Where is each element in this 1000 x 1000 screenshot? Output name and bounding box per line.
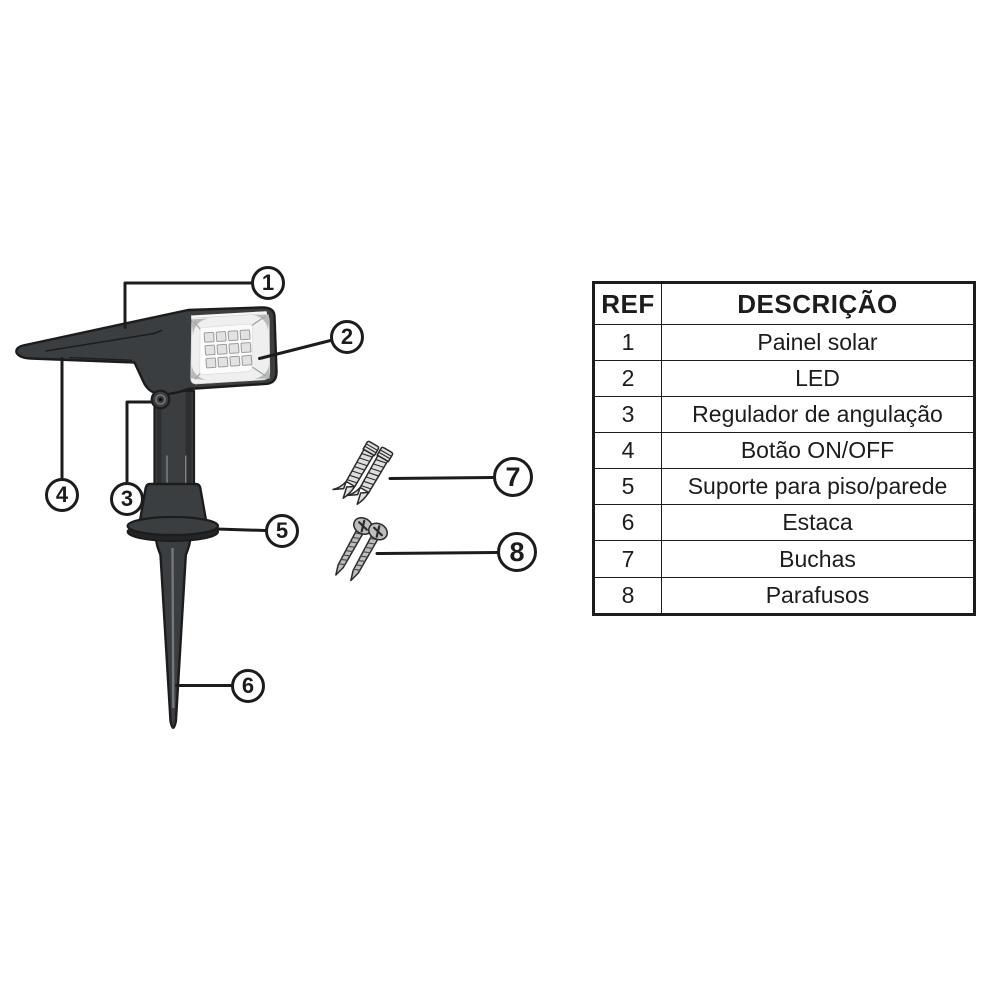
- table-header-row: REF DESCRIÇÃO: [593, 282, 975, 325]
- callout-8: 8: [497, 532, 537, 572]
- part-desc: Regulador de angulação: [661, 396, 975, 434]
- callout-4-label: 4: [55, 482, 69, 507]
- table-row: 5 Suporte para piso/parede: [593, 468, 975, 506]
- callout-4: 4: [45, 478, 79, 512]
- part-ref: 5: [593, 468, 662, 506]
- table-row: 8 Parafusos: [593, 576, 975, 616]
- callout-1-label: 1: [261, 270, 275, 295]
- part-ref: 3: [593, 396, 662, 434]
- part-ref: 2: [593, 360, 662, 398]
- callout-3: 3: [110, 482, 144, 516]
- corner-wedge-br: [254, 364, 270, 379]
- wall-plugs-icon: [332, 440, 394, 505]
- part-desc: Painel solar: [661, 323, 975, 362]
- ground-support-cone: [138, 482, 208, 522]
- spike-highlight: [171, 547, 175, 709]
- callout-5: 5: [265, 514, 299, 548]
- parts-table: REF DESCRIÇÃO 1 Painel solar 2 LED 3 Reg…: [592, 281, 976, 616]
- spotlight-lamp: [15, 306, 278, 729]
- support-disc: [126, 515, 220, 542]
- table-row: 2 LED: [593, 360, 975, 398]
- callout-1: 1: [251, 266, 285, 300]
- leader-3: [125, 400, 154, 483]
- table-row: 4 Botão ON/OFF: [593, 432, 975, 470]
- callout-8-label: 8: [509, 536, 525, 567]
- table-header-ref: REF: [593, 282, 662, 325]
- part-desc: Suporte para piso/parede: [661, 468, 975, 506]
- callout-5-label: 5: [275, 518, 289, 543]
- part-ref: 4: [593, 432, 662, 470]
- leader-1: [123, 281, 253, 329]
- led-face: [190, 311, 271, 385]
- part-desc: Estaca: [661, 504, 975, 542]
- leader-5: [215, 527, 267, 532]
- table-header-desc: DESCRIÇÃO: [661, 282, 975, 325]
- part-desc: Botão ON/OFF: [661, 432, 975, 470]
- angle-adjuster-knob: [150, 389, 171, 410]
- panel-top-seam: [45, 329, 163, 352]
- screws-icon: [335, 516, 388, 582]
- part-ref: 6: [593, 504, 662, 542]
- panel-lip-seam: [69, 356, 133, 361]
- led-grid: [203, 329, 253, 369]
- table-row: 3 Regulador de angulação: [593, 396, 975, 434]
- reflector-lines: [193, 315, 267, 380]
- leader-8: [375, 551, 499, 555]
- part-ref: 1: [593, 323, 662, 362]
- callout-6-label: 6: [241, 673, 255, 698]
- leader-2: [258, 339, 332, 360]
- callout-2-label: 2: [340, 324, 354, 349]
- part-desc: Parafusos: [661, 576, 975, 616]
- corner-wedge-tl: [191, 318, 208, 336]
- callout-3-label: 3: [120, 486, 134, 511]
- leader-lines: [60, 281, 499, 687]
- leader-7: [388, 476, 495, 480]
- callout-2: 2: [330, 320, 364, 354]
- part-desc: LED: [661, 360, 975, 398]
- corner-wedge-tr: [254, 314, 270, 331]
- callout-7-label: 7: [505, 461, 521, 492]
- part-desc: Buchas: [661, 540, 975, 578]
- table-row: 6 Estaca: [593, 504, 975, 542]
- part-ref: 7: [593, 540, 662, 578]
- callout-6: 6: [231, 669, 265, 703]
- table-row: 1 Painel solar: [593, 323, 975, 362]
- corner-wedge-bl: [190, 364, 207, 381]
- table-row: 7 Buchas: [593, 540, 975, 578]
- part-ref: 8: [593, 576, 662, 616]
- callout-7: 7: [493, 457, 533, 497]
- mounting-pole: [153, 389, 196, 487]
